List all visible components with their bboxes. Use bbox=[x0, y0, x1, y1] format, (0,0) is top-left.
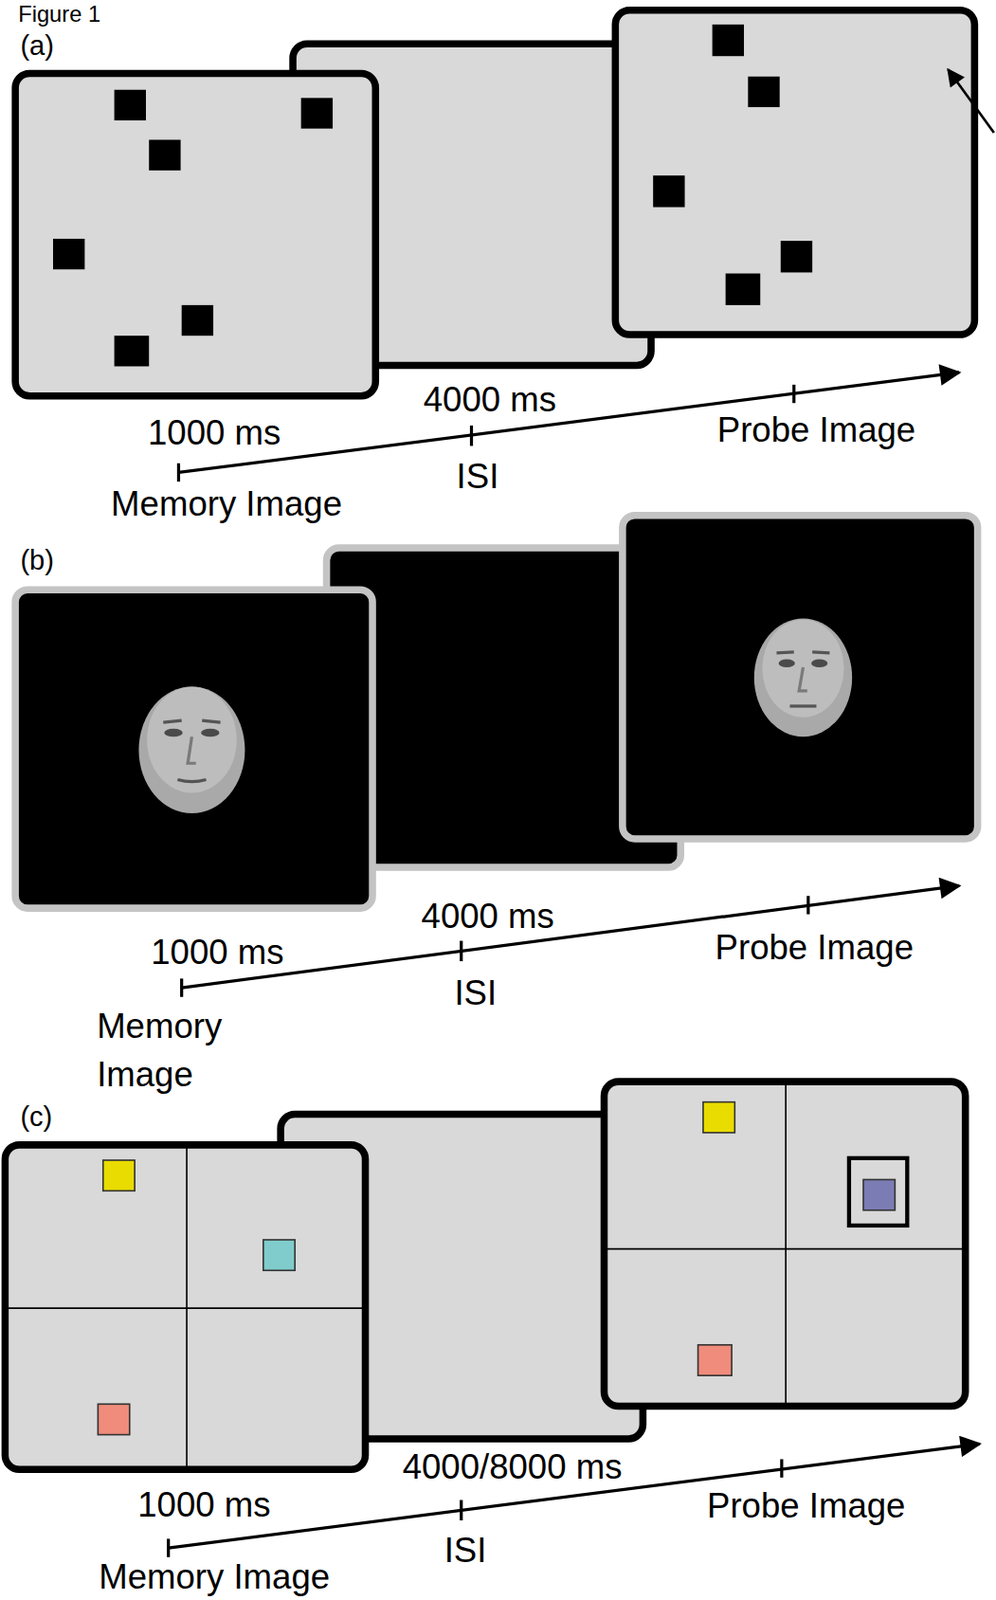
probe-screen bbox=[603, 1081, 965, 1406]
timeline-c bbox=[168, 1443, 980, 1557]
memory-face bbox=[138, 687, 245, 814]
memory-screen bbox=[15, 589, 373, 908]
panel-letter: (a) bbox=[18, 30, 56, 61]
stage-label: Probe Image bbox=[705, 1486, 907, 1525]
probe-screen bbox=[615, 10, 975, 335]
figure-title: Figure 1 bbox=[16, 1, 103, 27]
duration-label: 1000 ms bbox=[135, 1485, 272, 1524]
stage-label: Memory Image bbox=[96, 1557, 332, 1596]
probe-screen bbox=[622, 515, 978, 839]
stage-label: Probe Image bbox=[715, 411, 918, 450]
stage-label: ISI bbox=[454, 457, 502, 496]
memory-squares bbox=[53, 90, 333, 367]
stage-label: Probe Image bbox=[713, 928, 916, 967]
panel-letter: (b) bbox=[18, 544, 56, 576]
panel-a-screens bbox=[15, 10, 995, 397]
pointer-arrow bbox=[947, 69, 994, 133]
stage-label: ISI bbox=[442, 1531, 489, 1570]
memory-screen bbox=[4, 1144, 365, 1469]
duration-label: 4000/8000 ms bbox=[400, 1448, 625, 1486]
stage-label: Memory Image bbox=[108, 485, 345, 524]
panel-letter: (c) bbox=[18, 1101, 55, 1132]
duration-label: 1000 ms bbox=[148, 933, 286, 972]
stage-label: Memory Image bbox=[94, 1001, 262, 1099]
timeline-b bbox=[181, 885, 960, 996]
duration-label: 4000 ms bbox=[421, 380, 559, 419]
probe-squares bbox=[652, 24, 813, 306]
panel-c-screens bbox=[4, 1081, 965, 1469]
duration-label: 1000 ms bbox=[145, 414, 283, 453]
memory-screen bbox=[15, 73, 376, 397]
probe-face bbox=[754, 617, 852, 737]
panel-b-screens bbox=[15, 515, 978, 908]
stage-label: ISI bbox=[452, 974, 499, 1013]
timeline-a bbox=[178, 372, 960, 482]
duration-label: 4000 ms bbox=[419, 897, 557, 936]
